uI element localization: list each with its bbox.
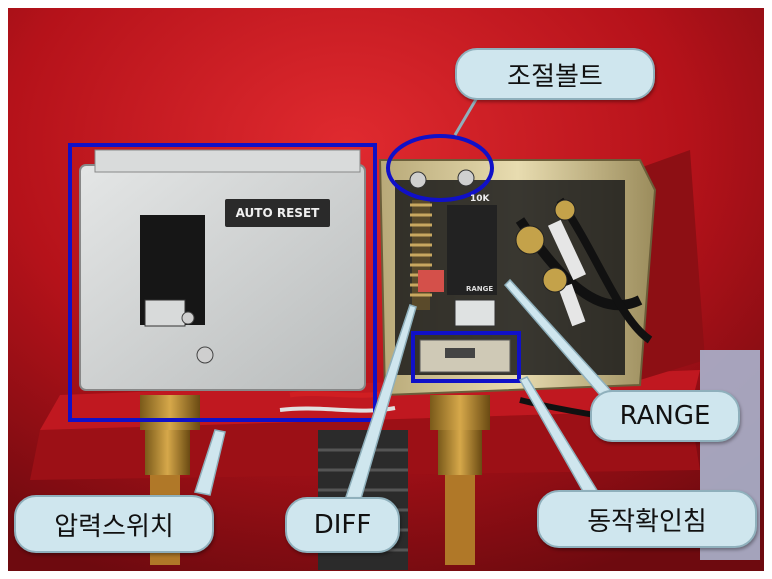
adjust-bolt-right xyxy=(457,169,475,187)
callout-diff: DIFF xyxy=(285,497,400,553)
range-spring xyxy=(410,200,444,310)
range-value-label: 10K xyxy=(470,194,490,204)
left-fitting xyxy=(140,395,200,430)
callout-operation-check-pin: 동작확인침 xyxy=(537,490,757,548)
adjust-bolt-left xyxy=(409,171,427,189)
callout-pressure-switch: 압력스위치 xyxy=(14,495,214,553)
callout-adjust-bolt: 조절볼트 xyxy=(455,48,655,100)
highlight-box-operation-pin xyxy=(411,331,521,383)
cover-screw xyxy=(196,346,214,364)
highlight-box-pressure-switch xyxy=(68,143,377,422)
callout-range: RANGE xyxy=(590,390,740,442)
right-fitting xyxy=(430,395,490,430)
pointer-pressure-switch xyxy=(194,429,226,496)
range-scale-label: RANGE xyxy=(466,285,494,293)
auto-reset-label: AUTO RESET xyxy=(225,199,330,227)
highlight-ellipse-adjust-bolt xyxy=(386,134,494,202)
